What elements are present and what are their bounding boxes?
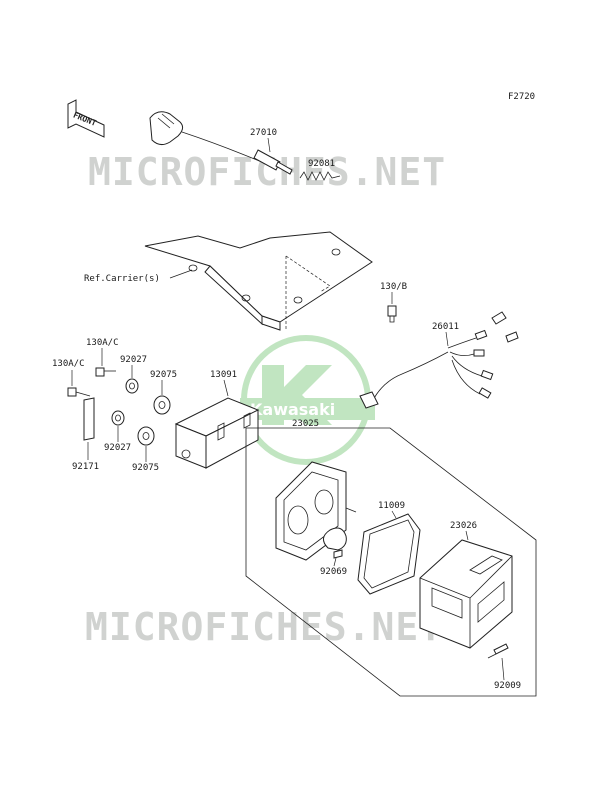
part-92027-lower[interactable]	[111, 410, 125, 426]
watermark-bottom: MICROFICHES.NET	[85, 605, 443, 649]
label-92171: 92171	[72, 462, 99, 472]
part-92075-lower[interactable]	[137, 426, 155, 446]
part-92027-upper[interactable]	[125, 378, 139, 394]
part-92069[interactable]	[323, 527, 347, 559]
logo-text: Kawasaki	[250, 400, 335, 419]
label-130ac-upper: 130A/C	[86, 338, 119, 348]
part-27010[interactable]	[149, 111, 293, 175]
part-23025-frame	[245, 427, 537, 697]
carrier-plate	[144, 231, 373, 331]
label-23026: 23026	[450, 521, 477, 531]
label-92075-lower: 92075	[132, 463, 159, 473]
label-ref-carrier: Ref.Carrier(s)	[84, 274, 160, 284]
part-130ac-lower[interactable]	[67, 387, 91, 397]
label-27010: 27010	[250, 128, 277, 138]
part-26011[interactable]	[359, 311, 519, 409]
part-23026[interactable]	[419, 539, 513, 649]
label-92009: 92009	[494, 681, 521, 691]
part-11009[interactable]	[357, 513, 421, 595]
label-11009: 11009	[378, 501, 405, 511]
label-92027-lower: 92027	[104, 443, 131, 453]
part-13091[interactable]	[174, 397, 260, 469]
label-130ac-lower: 130A/C	[52, 359, 85, 369]
part-92075-upper[interactable]	[153, 395, 171, 415]
label-92027-upper: 92027	[120, 355, 147, 365]
kawasaki-logo: Kawasaki	[240, 335, 375, 465]
label-13091: 13091	[210, 370, 237, 380]
label-92069: 92069	[320, 567, 347, 577]
part-92081[interactable]	[299, 171, 341, 181]
label-23025: 23025	[292, 419, 319, 429]
label-92075-upper: 92075	[150, 370, 177, 380]
part-130b[interactable]	[387, 305, 397, 323]
part-92171[interactable]	[83, 397, 95, 441]
figure-code: F2720	[508, 92, 535, 102]
label-92081: 92081	[308, 159, 335, 169]
label-130b: 130/B	[380, 282, 407, 292]
part-92009[interactable]	[487, 643, 509, 659]
label-26011: 26011	[432, 322, 459, 332]
part-130ac-upper[interactable]	[95, 367, 116, 377]
front-arrow-icon: FRONT	[67, 99, 105, 138]
